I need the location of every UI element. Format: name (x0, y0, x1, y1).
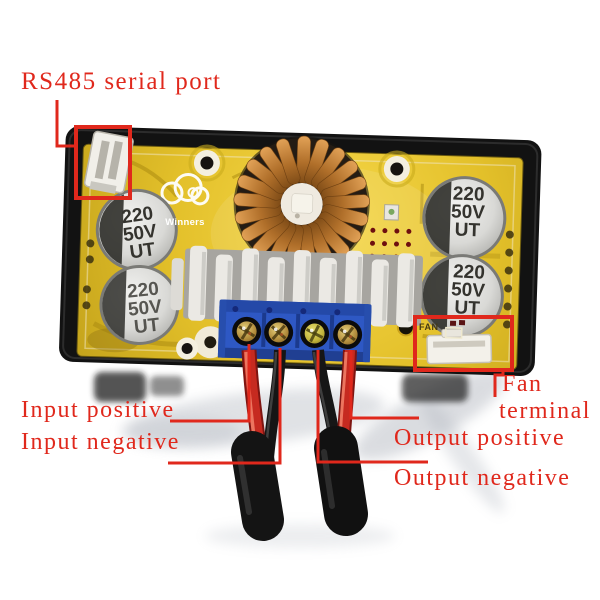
input-positive-label: Input positive (21, 397, 175, 423)
background-shadows (94, 369, 506, 548)
fan-connector (426, 328, 493, 365)
output-cable-sheath (314, 426, 368, 536)
annotation-overlay (55, 100, 514, 465)
winners-logo (160, 172, 210, 206)
fan-silkscreen-box (444, 326, 463, 339)
capacitor-marking: 220 50V UT (126, 278, 163, 339)
output-negative-label: Output negative (394, 465, 571, 491)
capacitor (95, 188, 178, 271)
mounting-holes (176, 144, 416, 360)
output-positive-label: Output positive (394, 425, 566, 451)
case-foot-shadow (94, 372, 146, 402)
input-positive-leader-line (170, 344, 251, 423)
capacitor (99, 264, 180, 345)
smd-resistor (449, 320, 457, 326)
input-negative-label: Input negative (21, 429, 180, 455)
smd-resistor (458, 320, 466, 326)
capacitor-marking: 220 50V UT (450, 183, 486, 242)
fan-silkscreen-label: FAN (419, 322, 439, 332)
capacitor-marking: 220 50V UT (450, 261, 486, 320)
rs485-label: RS485 serial port (21, 68, 222, 95)
output-negative-leader-line (316, 350, 428, 464)
capacitor (422, 176, 507, 261)
case-foot-shadow (402, 374, 468, 402)
terminal-screw (333, 320, 363, 350)
capacitor-marking: 220 50V UT (120, 203, 159, 264)
fan-highlight-rect (413, 315, 514, 372)
winners-logo-text: Winners (165, 217, 205, 228)
rs485-connector (83, 130, 134, 194)
terminal-screw (300, 318, 330, 348)
terminal-screw (264, 317, 294, 347)
fan-terminal-label-line1: Fan (502, 371, 543, 397)
converter-module (59, 126, 542, 376)
smd-component (383, 204, 400, 221)
capacitors (95, 176, 507, 345)
terminal-block (217, 299, 372, 363)
fan-terminal-label-line2: terminal (499, 398, 591, 424)
fan-leader-line (493, 370, 505, 397)
input-negative-leader-line (168, 348, 282, 465)
rs485-leader-line (55, 100, 76, 148)
rs485-highlight-rect (74, 125, 132, 200)
output-positive-leader-line (349, 350, 419, 420)
terminal-screw (232, 316, 262, 346)
